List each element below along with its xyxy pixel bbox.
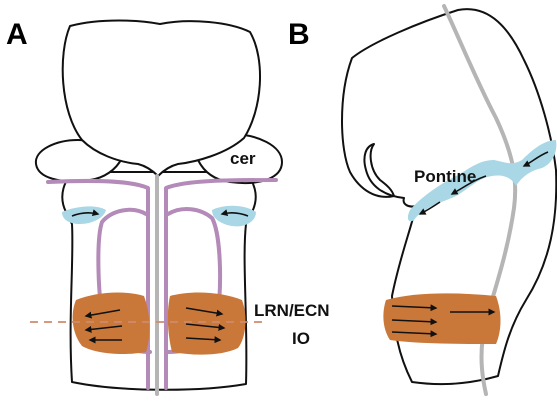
cer-label: cer: [230, 149, 256, 168]
panel-b: B Pontine: [288, 6, 556, 394]
panel-a-left-orange-stream: [73, 293, 150, 354]
panel-a-brainstem-outline: [62, 172, 255, 390]
panel-a: A cer LRN/ECN IO: [6, 18, 330, 394]
panel-b-letter: B: [288, 18, 310, 51]
pontine-label: Pontine: [414, 167, 476, 186]
panel-a-right-orange-stream: [168, 293, 246, 355]
lrn-ecn-label: LRN/ECN: [254, 301, 330, 320]
panel-b-orange-stream: [383, 293, 500, 344]
panel-a-letter: A: [6, 18, 28, 51]
io-label: IO: [292, 329, 310, 348]
